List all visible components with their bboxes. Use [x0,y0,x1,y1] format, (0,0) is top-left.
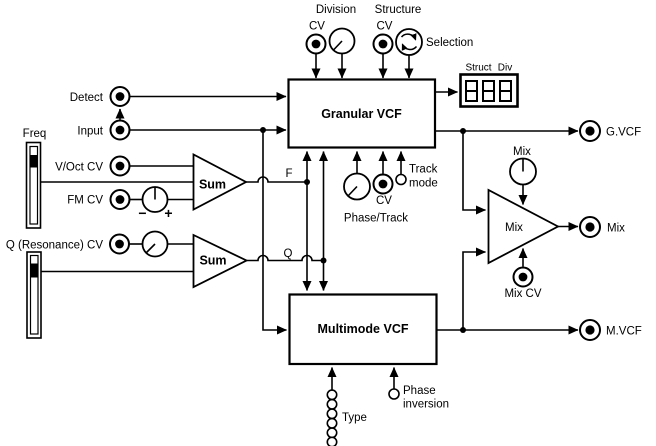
mvcf-output-label: M.VCF [606,326,642,338]
q-resonance-cv-jack [109,233,130,255]
q-attenuator-knob [141,230,169,258]
mix-knob-label: Mix [513,146,531,158]
type-label: Type [342,412,367,424]
mix-cv-label: Mix CV [504,288,541,300]
junction-dots [260,127,466,333]
phase-inversion-button [388,388,400,400]
phase-inversion-label-line2: inversion [403,399,449,411]
seg-digit-8 [482,79,495,102]
phase-track-label: Phase/Track [344,213,408,225]
freq-slider-handle [30,155,38,168]
wire-input-branch-to-multimode [262,130,287,335]
struct-div-display-digits [465,79,512,102]
division-knob [328,27,356,55]
fm-cv-label: FM CV [67,195,103,207]
voct-cv-jack [109,155,131,177]
mix-amp [487,188,560,265]
junction-dot [260,127,266,133]
wire-q-line [246,254,324,262]
mix-cv-jack [512,266,534,288]
q-slider-handle [30,263,38,278]
mix-knob [509,157,537,186]
input-jack [109,119,131,141]
gvcf-output-jack [579,120,601,142]
multimode-vcf-block [288,293,438,366]
sum-q-label: Sum [199,254,226,268]
mix-amp-label: Mix [505,222,523,234]
phase-track-cv-jack [372,173,394,195]
gvcf-output-label: G.VCF [606,127,641,139]
mix-output-jack [579,216,601,238]
junction-dot [304,179,310,185]
track-mode-label-line2: mode [409,178,438,190]
seg-digit-8 [499,79,512,102]
fm-plus-label: + [164,205,172,221]
q-resonance-cv-label: Q (Resonance) CV [6,240,103,252]
sum-q-amp [192,233,249,289]
fm-minus-label: − [138,205,146,221]
wire-gvcf-branch-to-mix [462,131,486,215]
sum-freq-amp [192,153,248,211]
structure-cv-jack [372,33,394,55]
multimode-vcf-label: Multimode VCF [318,322,409,336]
mix-output-label: Mix [607,223,625,235]
junction-dot [460,327,466,333]
fm-attenuator-knob [141,186,169,213]
track-mode-button [395,173,407,186]
division-cv-label: CV [309,21,325,33]
struct-label: Struct [465,63,491,74]
wire-f-line [246,176,307,183]
division-cv-jack [305,33,327,55]
sum-freq-label: Sum [199,178,226,192]
division-label: Division [316,4,356,16]
f-label: F [285,168,292,180]
mvcf-output-jack [579,319,601,341]
phase-track-cv-label: CV [376,195,392,207]
freq-label: Freq [23,128,47,140]
phase-track-knob [343,172,371,201]
freq-slider [25,141,42,229]
voct-cv-label: V/Oct CV [55,162,103,174]
structure-label: Structure [375,4,422,16]
granular-vcf-label: Granular VCF [321,107,402,121]
input-label: Input [77,126,103,138]
wires [41,53,579,390]
phase-inversion-label-line1: Phase [403,385,436,397]
fm-cv-jack [109,189,131,210]
q-slider [26,251,42,339]
q-label: Q [284,248,293,260]
junction-dot [320,257,327,264]
type-selector-chain [326,389,338,446]
granular-vcf-block [287,78,437,149]
detect-label: Detect [70,92,104,104]
junction-dot [460,128,466,134]
div-label: Div [498,63,512,74]
structure-selector-rotate-icon [395,28,423,56]
wire-mvcf-branch-to-mix [462,247,486,330]
seg-digit-8 [465,79,478,102]
structure-cv-label: CV [377,21,393,33]
detect-jack [109,86,131,107]
track-mode-label-line1: Track [409,164,438,176]
selection-label: Selection [426,37,473,49]
